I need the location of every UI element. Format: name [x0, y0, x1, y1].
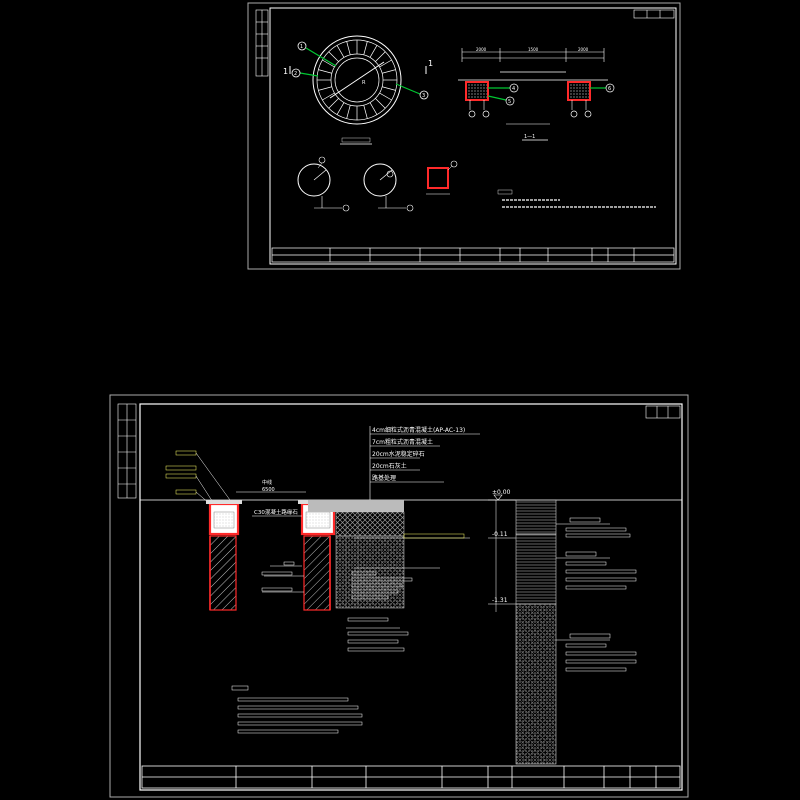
section-1-1: 2000 1500 2000 [458, 47, 615, 141]
detail-red-square [426, 160, 458, 195]
ring-radial-line [336, 45, 345, 58]
top-sheet: R 1 1 1 2 3 [247, 2, 681, 270]
ring-radial-line [346, 105, 351, 119]
ring-radial-line [318, 86, 332, 91]
section-1-1-title: 1—1 [524, 134, 535, 140]
right-annotations [556, 517, 637, 672]
middle-annotations [346, 533, 470, 652]
elev-mid: -0.11 [492, 531, 508, 538]
width-value: 6500 [262, 487, 275, 493]
width-label: 中线 [262, 479, 272, 486]
ring-radial-line [379, 59, 392, 68]
bottom-sheet-outer-border [109, 394, 689, 798]
elevation-markers: ±0.00 -0.11 -1.31 [488, 489, 520, 612]
road-layer-3: 20cm水泥稳定碎石 [372, 450, 425, 458]
ring-radial-line [363, 105, 368, 119]
top-notes [497, 189, 656, 208]
callout-3: 3 [422, 93, 425, 99]
plan-caption [341, 137, 371, 143]
wall-annotations [261, 561, 304, 593]
road-layer-5: 路基处理 [372, 474, 396, 482]
road-layer-labels: 4cm细粒式沥青混凝土(AP-AC-13) 7cm粗粒式沥青混凝土 20cm水泥… [369, 426, 480, 500]
top-margin-strip [255, 9, 269, 77]
ring-radial-line [346, 41, 351, 55]
bottom-sheet: 4cm细粒式沥青混凝土(AP-AC-13) 7cm粗粒式沥青混凝土 20cm水泥… [109, 394, 689, 798]
callout-5: 5 [508, 99, 511, 105]
section-left-block [465, 81, 489, 101]
section-right-block [567, 81, 591, 101]
top-sheet-inner-border [269, 7, 677, 265]
plan-center-label: R [362, 80, 366, 86]
cut-mark-right-text: 1 [428, 59, 433, 68]
ring-radial-line [382, 69, 396, 74]
top-title-block [271, 247, 675, 263]
elev-zero: ±0.00 [492, 489, 511, 496]
left-curb-wall [206, 500, 242, 611]
detail-circle-2 [363, 163, 414, 212]
cut-marker-left: 1 [283, 66, 291, 76]
ring-radial-line [328, 98, 339, 109]
road-layer-2: 7cm粗粒式沥青混凝土 [372, 438, 433, 446]
surface-layer [308, 500, 404, 512]
detail-circle-1 [297, 156, 350, 212]
plan-view-ring: R [312, 35, 402, 125]
bottom-revision-boxes [645, 405, 681, 419]
ring-radial-line [336, 102, 345, 115]
bottom-sheet-inner-border [139, 403, 683, 791]
road-layer-1: 4cm细粒式沥青混凝土(AP-AC-13) [372, 426, 465, 434]
callout-2: 2 [294, 71, 297, 77]
ring-radial-line [318, 69, 332, 74]
plan-leaders [299, 47, 421, 95]
ring-radial-line [379, 92, 392, 101]
top-sheet-outer-border [247, 2, 681, 270]
callout-4: 4 [512, 86, 515, 92]
bottom-margin-strip [117, 403, 137, 499]
width-dimension: 中线 6500 [236, 479, 306, 493]
elev-low: -1.31 [492, 597, 508, 604]
cut-marker-right: 1 [425, 59, 433, 74]
ring-radial-line [369, 102, 378, 115]
bottom-notes [231, 685, 363, 734]
ring-radial-line [375, 98, 386, 109]
ring-radial-line [382, 86, 396, 91]
dim-top-1: 2000 [476, 47, 487, 52]
bottom-title-block [141, 765, 681, 789]
dim-top-2: 1500 [528, 47, 539, 52]
soil-column [515, 499, 557, 765]
ring-radial-line [322, 92, 335, 101]
ring-radial-line [322, 59, 335, 68]
ring-radial-line [375, 51, 386, 62]
callout-6: 6 [608, 86, 611, 92]
ring-radial-line [363, 41, 368, 55]
ring-radial-line [369, 45, 378, 58]
callout-1: 1 [300, 44, 303, 50]
top-revision-boxes [633, 9, 675, 19]
ring-radial-line [328, 51, 339, 62]
right-curb-wall [298, 500, 338, 611]
curb-label: C30混凝土路缘石 [254, 508, 298, 516]
plan-callout-circles [291, 41, 429, 100]
cut-mark-left-text: 1 [283, 67, 288, 76]
dim-top-3: 2000 [578, 47, 589, 52]
road-layer-4: 20cm石灰土 [372, 462, 407, 470]
